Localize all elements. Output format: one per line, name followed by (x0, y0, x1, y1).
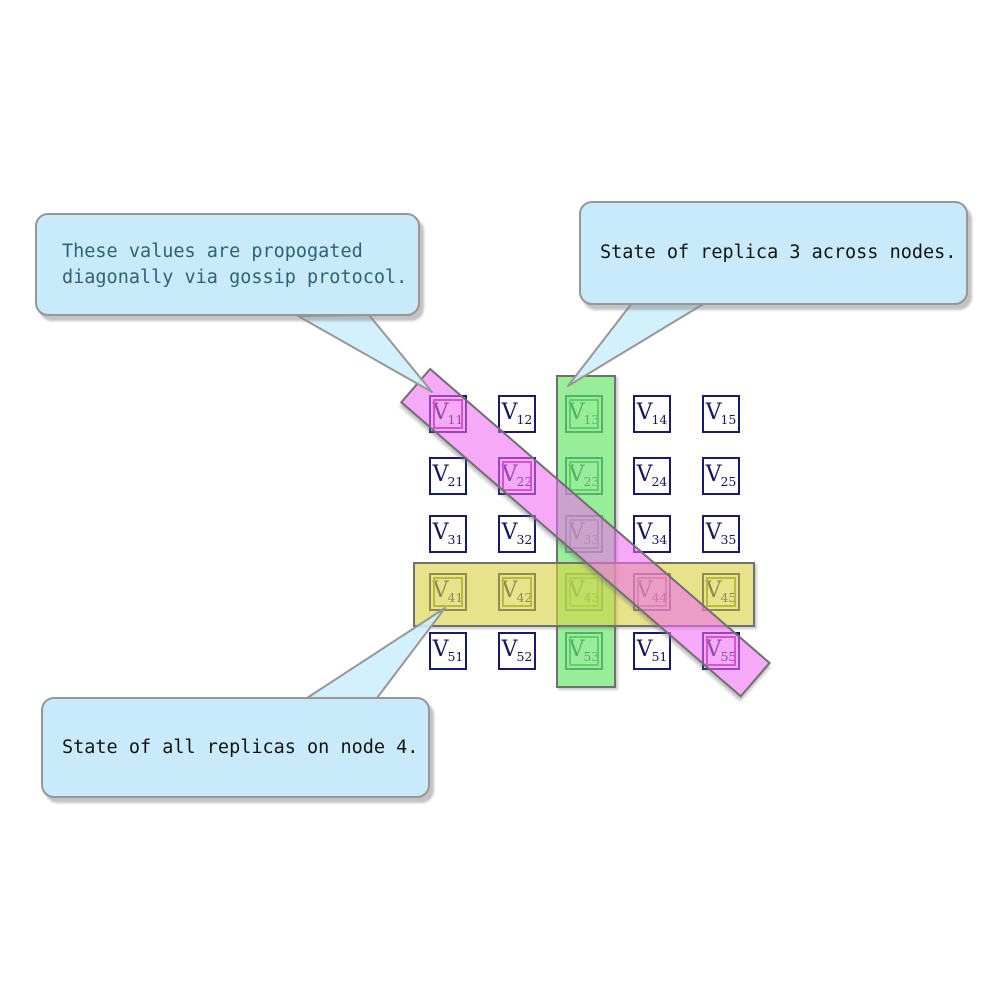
cell-label: V14 (636, 399, 668, 427)
matrix-cell-r5c2: V52 (498, 632, 536, 670)
callout-replica3: State of replica 3 across nodes. (579, 201, 968, 305)
matrix-cell-r5c4: V51 (633, 632, 671, 670)
callout-gossip: These values are propogated diagonally v… (35, 213, 420, 316)
matrix-cell-r5c1: V51 (429, 632, 467, 670)
callout-replica3-line-1: State of replica 3 across nodes. (600, 242, 957, 263)
cell-label: V32 (501, 519, 533, 547)
callout-node4-line-1: State of all replicas on node 4. (62, 736, 419, 758)
callout-gossip-line-2: diagonally via gossip protocol. (62, 266, 408, 288)
matrix-cell-r1c4: V14 (633, 395, 671, 433)
cell-label: V51 (432, 636, 464, 664)
cell-label: V52 (501, 636, 533, 664)
cell-label: V24 (636, 461, 668, 489)
matrix-cell-r2c1: V21 (429, 457, 467, 495)
cell-label: V21 (432, 461, 464, 489)
matrix-cell-r3c2: V32 (498, 515, 536, 553)
matrix-cell-r3c4: V34 (633, 515, 671, 553)
cell-label: V35 (705, 519, 737, 547)
cell-label: V15 (705, 399, 737, 427)
callout-gossip-line-1: These values are propogated (62, 240, 363, 262)
cell-label: V51 (636, 636, 668, 664)
matrix-cell-r2c5: V25 (702, 457, 740, 495)
matrix-cell-r1c2: V12 (498, 395, 536, 433)
matrix-cell-r1c5: V15 (702, 395, 740, 433)
matrix-cell-r2c4: V24 (633, 457, 671, 495)
matrix-cell-r3c5: V35 (702, 515, 740, 553)
cell-label: V31 (432, 519, 464, 547)
cell-label: V34 (636, 519, 668, 547)
callout-node4: State of all replicas on node 4. (41, 697, 430, 798)
cell-label: V12 (501, 399, 533, 427)
matrix-cell-r3c1: V31 (429, 515, 467, 553)
cell-label: V25 (705, 461, 737, 489)
